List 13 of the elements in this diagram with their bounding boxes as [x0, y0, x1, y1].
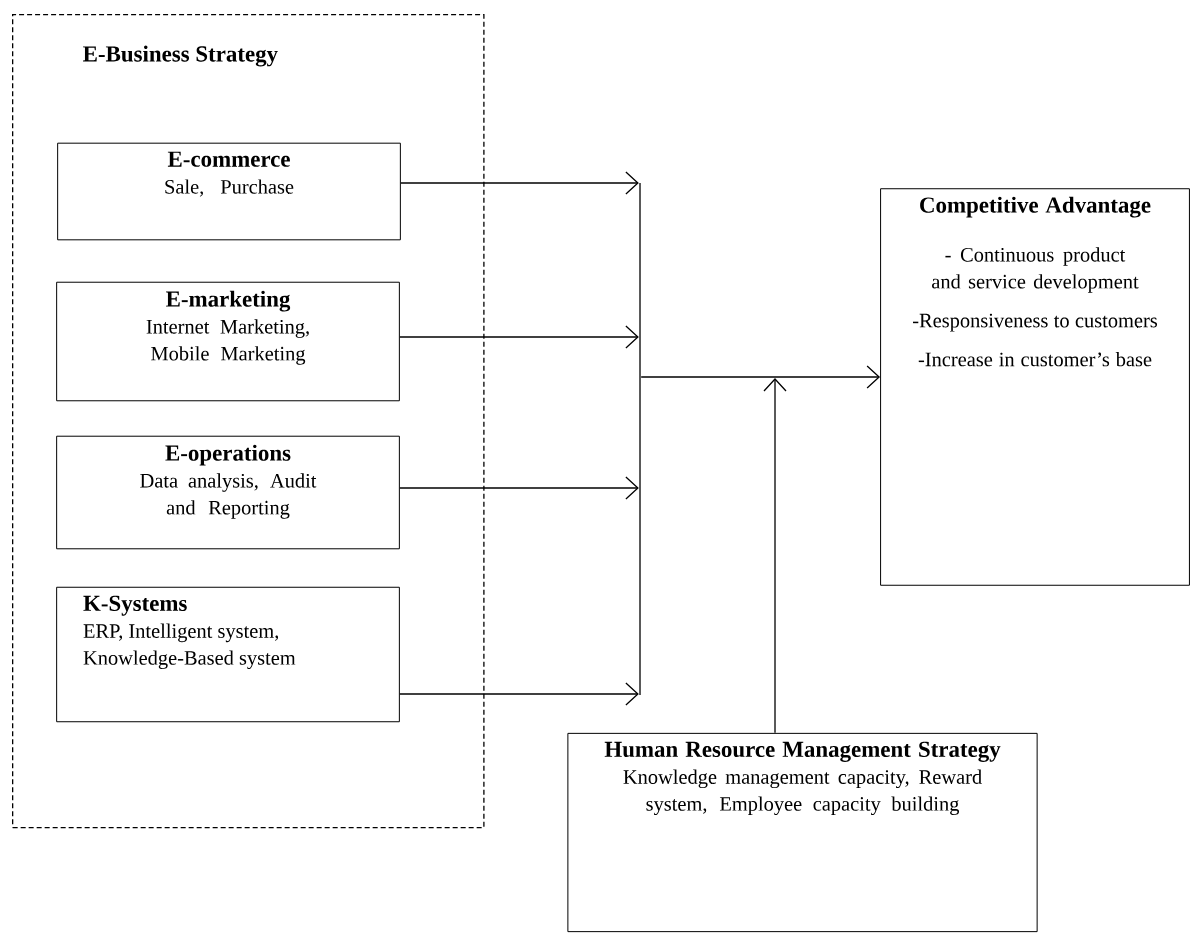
- text-box: E-commerce Sale, Purchase: [57, 142, 401, 241]
- arrow: [763, 378, 787, 734]
- junction-line: [639, 182, 641, 696]
- text-box: Human Resource Management Strategy Knowledge management capacity, Reward system, Employee capacity building: [567, 732, 1038, 933]
- arrow: [399, 325, 639, 349]
- arrow: [640, 365, 881, 389]
- arrow: [400, 171, 639, 195]
- text-box: E-operations Data analysis, Audit and Reporting: [56, 435, 400, 550]
- arrow: [399, 476, 639, 500]
- arrow: [399, 682, 639, 706]
- text-box: Competitive Advantage - Continuous product and service development -Responsiveness to customers -Increase in customer’s base: [880, 188, 1190, 586]
- text-box: K-Systems ERP, Intelligent system, Knowledge-Based system: [56, 586, 400, 723]
- text-box: E-marketing Internet Marketing, Mobile Marketing: [56, 281, 400, 402]
